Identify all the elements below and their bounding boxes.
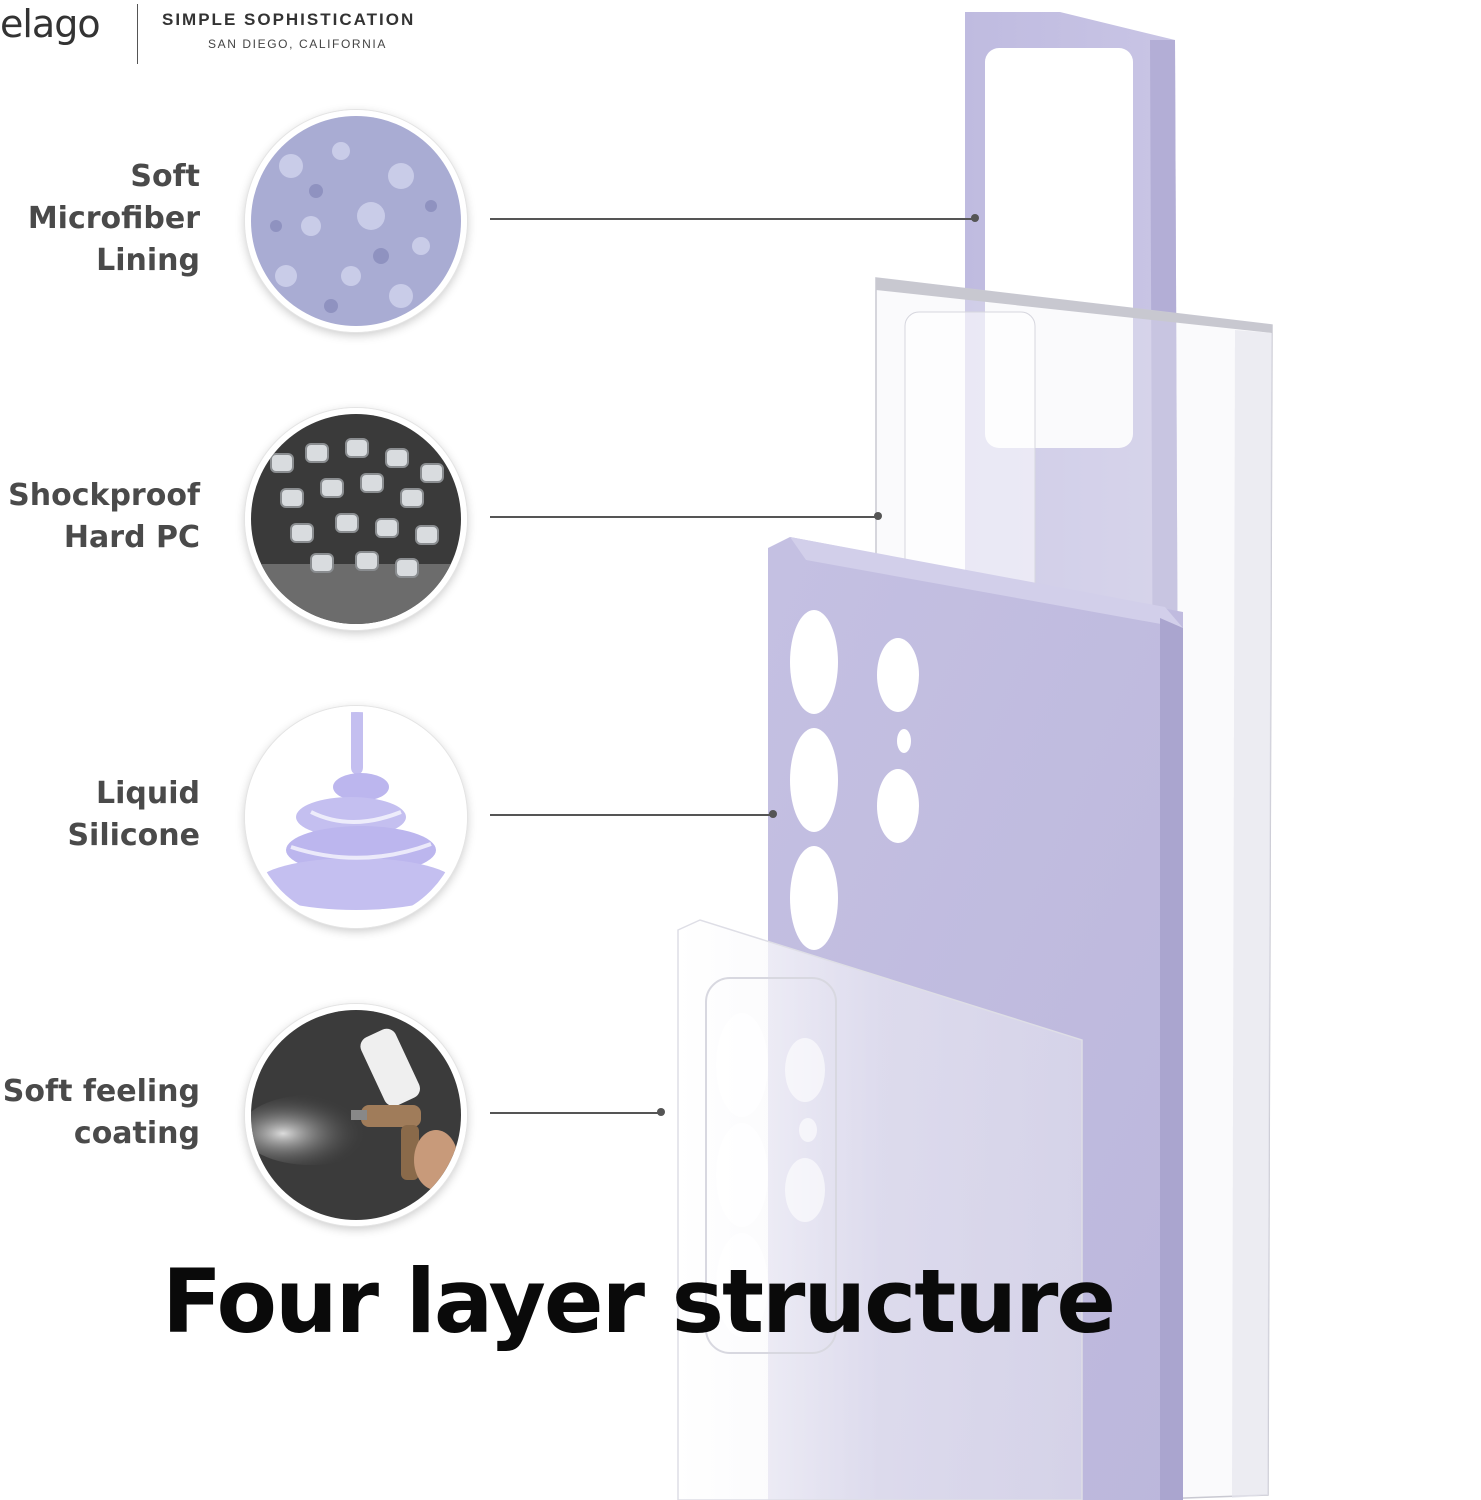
microfiber-texture-icon [245, 110, 467, 332]
leader-line-hard-pc [490, 516, 875, 518]
label-line: Liquid [96, 776, 200, 811]
label-line: Hard PC [63, 520, 200, 555]
label-line: Soft feeling [2, 1074, 200, 1109]
leader-line-microfiber [490, 218, 972, 220]
label-coating: Soft feeling coating [3, 1071, 200, 1155]
brand-logo: elago [0, 2, 101, 46]
label-line: Silicone [67, 818, 200, 853]
brand-tagline: SIMPLE SOPHISTICATION [162, 10, 416, 29]
pc-pellets-icon [245, 408, 467, 630]
label-microfiber: Soft Microfiber Lining [28, 156, 200, 282]
headline: Four layer structure [162, 1250, 1116, 1353]
leader-line-coating [490, 1112, 658, 1114]
label-line: Soft [130, 159, 200, 194]
coating-layer [657, 919, 1083, 1500]
header-divider [137, 4, 138, 64]
label-line: Lining [96, 243, 200, 278]
leader-line-silicone [490, 814, 770, 816]
label-line: Shockproof [8, 478, 200, 513]
label-line: coating [73, 1116, 200, 1151]
silicone-swirl-icon [245, 706, 467, 928]
label-hard-pc: Shockproof Hard PC [8, 475, 200, 559]
label-line: Microfiber [27, 201, 200, 236]
label-silicone: Liquid Silicone [67, 773, 200, 857]
brand-location: SAN DIEGO, CALIFORNIA [208, 37, 387, 51]
spray-gun-icon [245, 1004, 467, 1226]
case-layers-illustration [657, 12, 1273, 1500]
